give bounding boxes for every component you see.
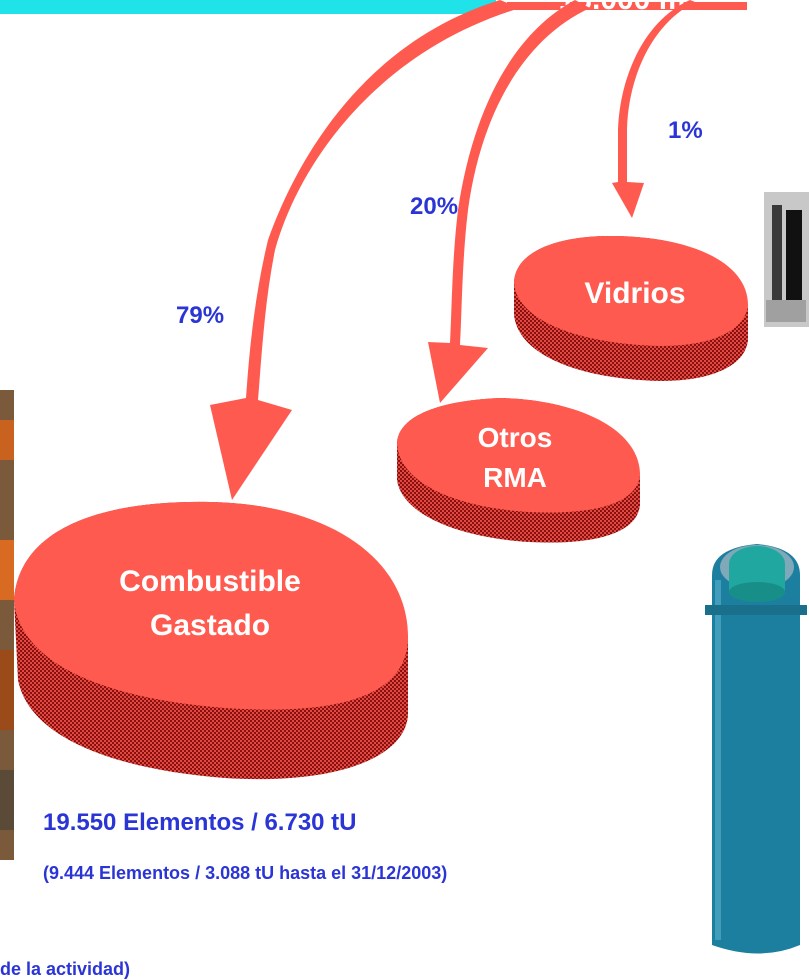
left-photo (0, 390, 14, 860)
storage-cask-image (705, 544, 807, 954)
label-glass: Vidrios (584, 277, 686, 310)
label-fuel: Combustible Gastado (95, 560, 325, 648)
fuel-total: 19.550 Elementos / 6.730 tU (43, 809, 357, 836)
disc-glass (514, 236, 748, 381)
percent-glass: 1% (668, 117, 703, 144)
flow-arrow-other (428, 0, 590, 403)
fuel-to-date: (9.444 Elementos / 3.088 tU hasta el 31/… (43, 863, 448, 883)
disc-fuel (14, 501, 409, 780)
flow-arrow-fuel (210, 0, 520, 500)
total-volume: 13.000 m³ (505, 0, 749, 12)
percent-fuel: 79% (176, 302, 225, 329)
title-banner (0, 0, 496, 14)
footer-text: de la actividad) (0, 959, 131, 979)
right-photo (764, 192, 809, 327)
label-fuel-line2: Gastado (149, 609, 271, 642)
label-other: Otros RMA (440, 418, 590, 498)
flow-arrow-glass (612, 0, 695, 218)
label-other-line1: Otros (477, 422, 553, 453)
label-other-line2: RMA (483, 462, 547, 493)
label-fuel-line1: Combustible (119, 565, 301, 598)
disc-other (397, 398, 640, 543)
percent-other: 20% (410, 193, 459, 220)
